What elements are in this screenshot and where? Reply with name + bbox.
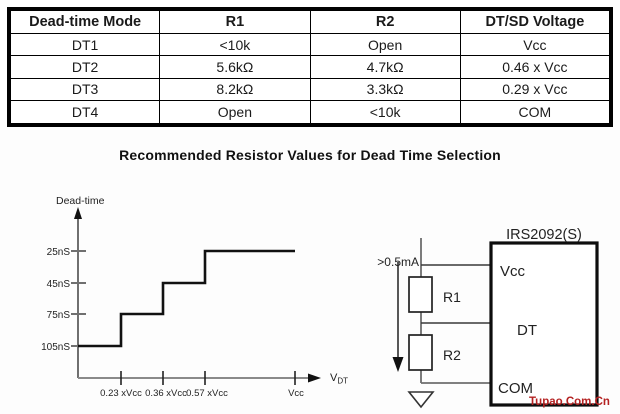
cell-r2: <10k — [309, 100, 461, 125]
cell-mode: DT2 — [8, 55, 161, 79]
y-axis-label: Dead-time — [56, 195, 105, 207]
cell-mode: DT3 — [8, 77, 161, 102]
ic-box — [489, 241, 599, 407]
cell-voltage: Vcc — [459, 32, 612, 57]
cell-voltage: 0.46 x Vcc — [459, 55, 612, 79]
pin-label-com: COM — [498, 380, 533, 397]
x-tick-label: Vcc — [288, 388, 304, 399]
y-tick-label: 25nS — [47, 247, 71, 258]
col-header-r2: R2 — [309, 9, 461, 34]
table-row: DT3 8.2kΩ 3.3kΩ 0.29 x Vcc — [8, 77, 612, 102]
y-tick-label: 75nS — [47, 310, 71, 321]
cell-r2: Open — [309, 32, 461, 57]
pin-label-dt: DT — [517, 322, 537, 339]
dt-resistor-circuit: R1 R2 >0.5mA IRS2092(S) Vcc DT COM — [377, 227, 599, 409]
x-axis-label: VDT — [330, 372, 348, 386]
table-header-row: Dead-time Mode R1 R2 DT/SD Voltage — [8, 9, 612, 34]
cell-r1: <10k — [159, 32, 311, 57]
table-row: DT1 <10k Open Vcc — [8, 32, 612, 57]
y-axis-arrow-icon — [74, 207, 82, 219]
x-tick-label: 0.36 xVcc — [145, 388, 187, 399]
table-row: DT2 5.6kΩ 4.7kΩ 0.46 x Vcc — [8, 55, 612, 79]
cell-mode: DT1 — [8, 32, 161, 57]
watermark: Tupao.Com.Cn — [529, 396, 610, 408]
cell-r1: 5.6kΩ — [159, 55, 311, 79]
cell-r2: 3.3kΩ — [309, 77, 461, 102]
x-tick-label: 0.57 xVcc — [186, 388, 228, 399]
cell-r2: 4.7kΩ — [309, 55, 461, 79]
cell-r1: Open — [159, 100, 311, 125]
current-label: >0.5mA — [377, 255, 419, 269]
pin-label-vcc: Vcc — [500, 263, 526, 280]
resistor-r1-label: R1 — [443, 289, 461, 305]
x-tick-label: 0.23 xVcc — [100, 388, 142, 399]
dead-time-step-chart: Dead-time VDT 25nS 45nS 75nS 105nS 0.23 … — [41, 195, 348, 399]
col-header-dtsd-voltage: DT/SD Voltage — [459, 9, 612, 34]
col-header-mode: Dead-time Mode — [8, 9, 161, 34]
resistor-r1-icon — [408, 276, 433, 313]
current-arrow-icon — [392, 357, 404, 372]
y-tick-label: 45nS — [47, 279, 71, 290]
ic-label: IRS2092(S) — [506, 227, 582, 243]
cell-mode: DT4 — [8, 100, 161, 125]
y-tick-label: 105nS — [41, 342, 70, 353]
ground-icon — [407, 391, 435, 409]
cell-voltage: COM — [459, 100, 612, 125]
dead-time-step-line — [78, 249, 295, 348]
figure-caption: Recommended Resistor Values for Dead Tim… — [119, 147, 501, 163]
resistor-r2-icon — [408, 334, 433, 371]
x-axis-arrow-icon — [308, 373, 321, 383]
cell-r1: 8.2kΩ — [159, 77, 311, 102]
resistor-r2-label: R2 — [443, 347, 461, 363]
table-row: DT4 Open <10k COM — [8, 100, 612, 125]
cell-voltage: 0.29 x Vcc — [459, 77, 612, 102]
col-header-r1: R1 — [159, 9, 311, 34]
dead-time-mode-table: Dead-time Mode R1 R2 DT/SD Voltage DT1 <… — [7, 7, 613, 127]
